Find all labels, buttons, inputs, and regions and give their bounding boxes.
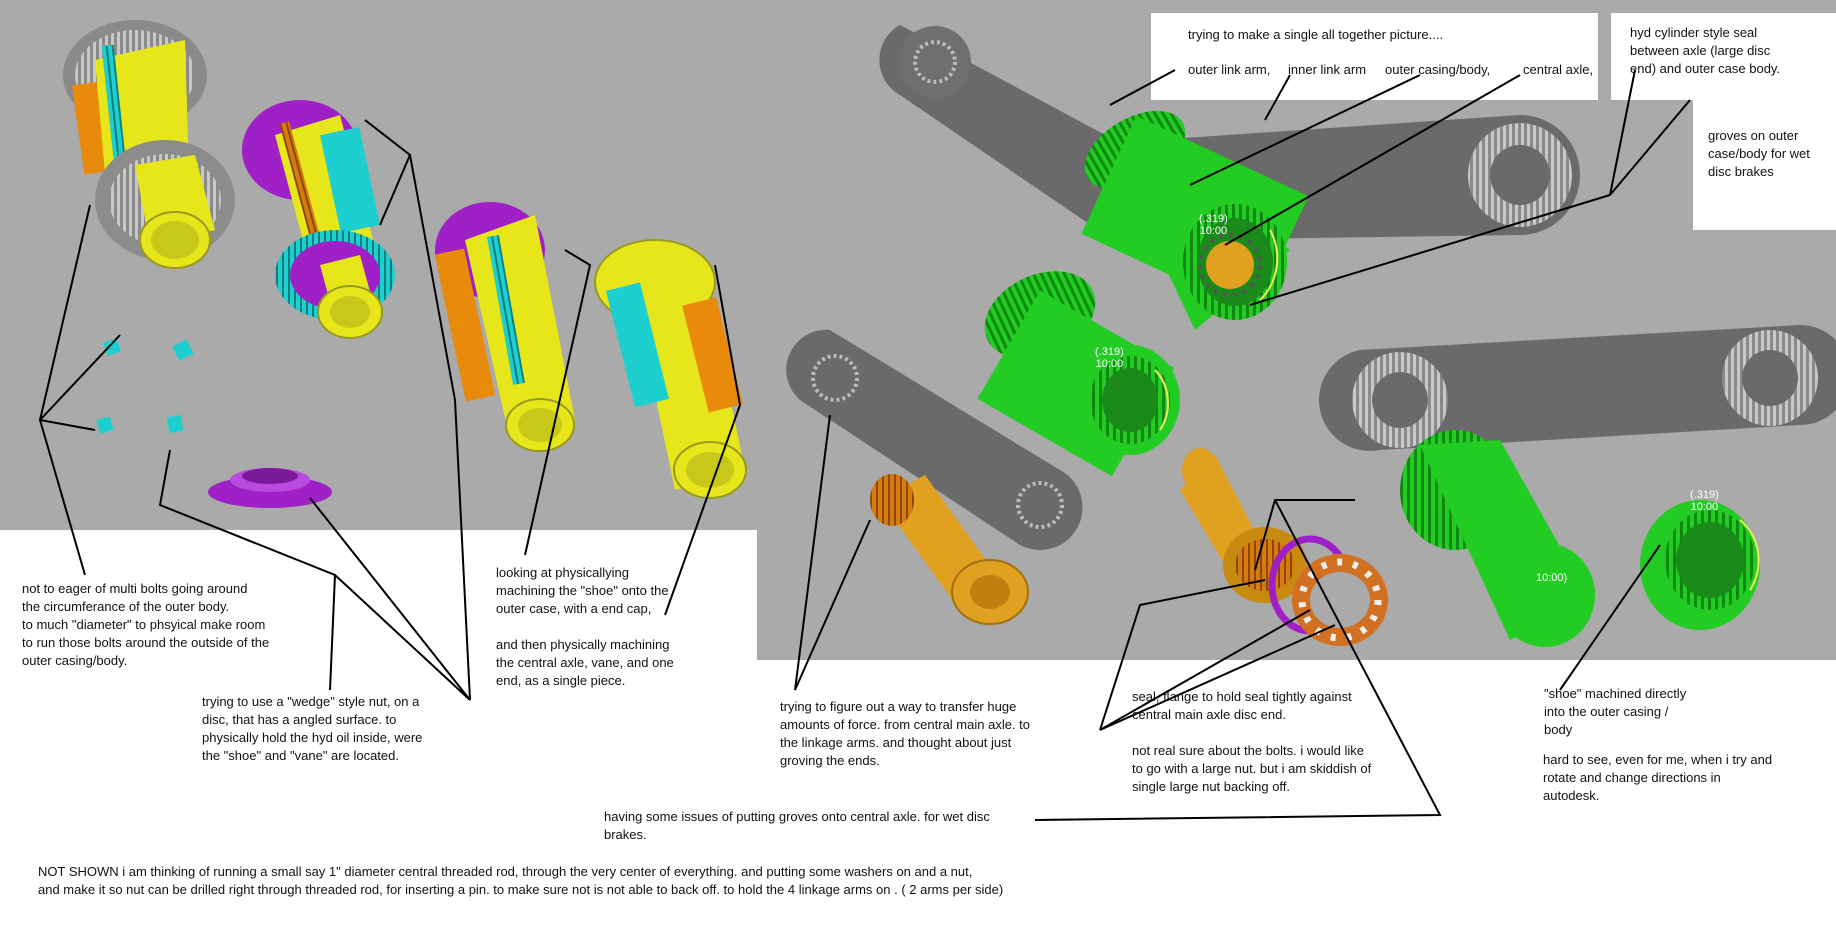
note-groves-outer: groves on outer case/body for wet disc b… [1708, 128, 1810, 179]
outer-link-arm-right [1319, 325, 1836, 451]
note-machining-shoe: looking at physicallying machining the "… [496, 565, 674, 688]
note-outer-link-arm: outer link arm, [1188, 62, 1271, 77]
purple-end-axle [242, 100, 395, 339]
note-seal-flange: seal, flange to hold seal tightly agains… [1132, 689, 1352, 722]
note-wedge-nut: trying to use a "wedge" style nut, on a … [202, 694, 423, 763]
note-bolts-nut: not real sure about the bolts. i would l… [1132, 743, 1372, 794]
note-inner-link-arm: inner link arm [1288, 62, 1367, 77]
cad-readout-2: (.319) 10:00 [1095, 346, 1124, 370]
note-single-picture: trying to make a single all together pic… [1188, 27, 1444, 42]
note-groves-axle: having some issues of putting groves ont… [604, 809, 990, 842]
note-not-shown: NOT SHOWN i am thinking of running a sma… [38, 864, 1004, 897]
outer-casing-middle [977, 271, 1180, 477]
wedge-blocks [96, 338, 194, 434]
cad-readout-3: (.319) 10:00 [1690, 489, 1719, 513]
note-central-axle: central axle, [1523, 62, 1594, 77]
leader-lines [38, 69, 1691, 821]
yellow-disc-axle [594, 239, 747, 499]
note-shoe-machined: "shoe" machined directly into the outer … [1544, 686, 1687, 737]
outer-casing-right [1400, 430, 1760, 647]
groves-caption-box [1693, 100, 1836, 230]
outer-casing-top [1081, 110, 1309, 330]
cad-readout-4: 10:00) [1536, 572, 1568, 584]
cad-readout-1: (.319) 10:00 [1199, 213, 1228, 237]
note-multi-bolts: not to eager of multi bolts going around… [22, 581, 270, 668]
note-outer-casing: outer casing/body, [1385, 62, 1491, 77]
left-housing-assembly [63, 20, 235, 269]
note-hyd-seal: hyd cylinder style seal between axle (la… [1630, 25, 1781, 76]
note-transfer-force: trying to figure out a way to transfer h… [780, 699, 1030, 768]
seal-flange [1292, 554, 1388, 646]
wedge-nut-disc [208, 468, 332, 508]
grooved-axle-end [870, 474, 1029, 625]
inner-link-arm-middle [786, 329, 1083, 550]
seal-caption-box [1611, 13, 1836, 100]
shoe-axle-assembly [434, 202, 575, 452]
top-caption-box [1151, 13, 1598, 100]
note-hard-to-see: hard to see, even for me, when i try and… [1543, 752, 1773, 803]
